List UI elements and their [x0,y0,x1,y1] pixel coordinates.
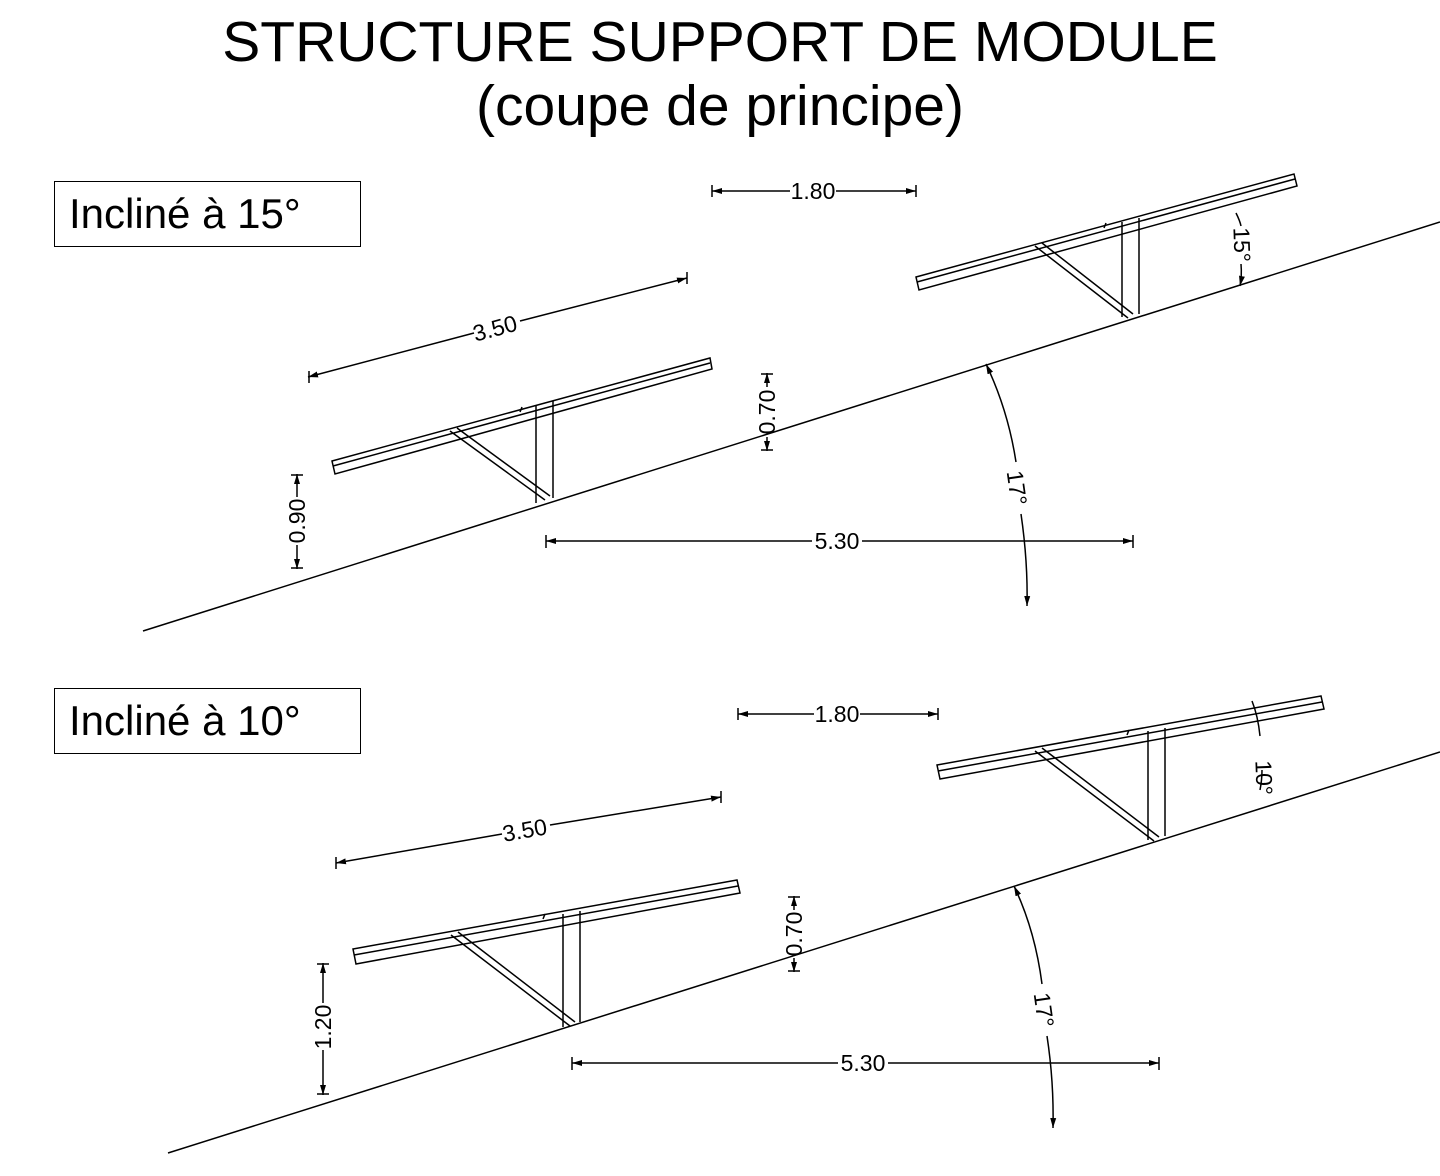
panel-a-15 [331,357,713,503]
dimension-labels: 1.80 3.50 0.70 0.90 5.30 17° 15° 1.80 3.… [284,178,1278,1076]
section-label-10: Incliné à 10° [54,688,361,754]
dim-0-70-10: 0.70 [781,912,807,957]
angle-17-10: 17° [1029,991,1060,1029]
ground-line-10 [167,751,1440,1154]
angle-17-15: 17° [1002,469,1033,507]
dim-5-30-15: 5.30 [815,528,860,554]
dim-0-90-15: 0.90 [284,499,310,544]
dim-1-80-15: 1.80 [791,178,836,204]
dimensions-10 [317,700,1263,1129]
panel-b-10 [936,695,1325,842]
dim-3-50-10: 3.50 [500,813,549,846]
dimensions-15 [291,185,1245,607]
angle-10: 10° [1250,760,1277,796]
panel-b-15 [915,173,1298,319]
ground-line-15 [142,221,1440,632]
title-line-2: (coupe de principe) [476,74,964,138]
dim-1-80-10: 1.80 [815,701,860,727]
section-label-15: Incliné à 15° [54,181,361,247]
dim-3-50-15: 3.50 [470,310,520,347]
dim-5-30-10: 5.30 [841,1050,886,1076]
page-title: STRUCTURE SUPPORT DE MODULE (coupe de pr… [0,10,1440,138]
dim-0-70-15: 0.70 [754,390,780,435]
title-line-1: STRUCTURE SUPPORT DE MODULE [222,10,1218,74]
angle-15: 15° [1228,227,1255,263]
dim-1-20-10: 1.20 [310,1005,336,1050]
panel-a-10 [352,879,741,1027]
